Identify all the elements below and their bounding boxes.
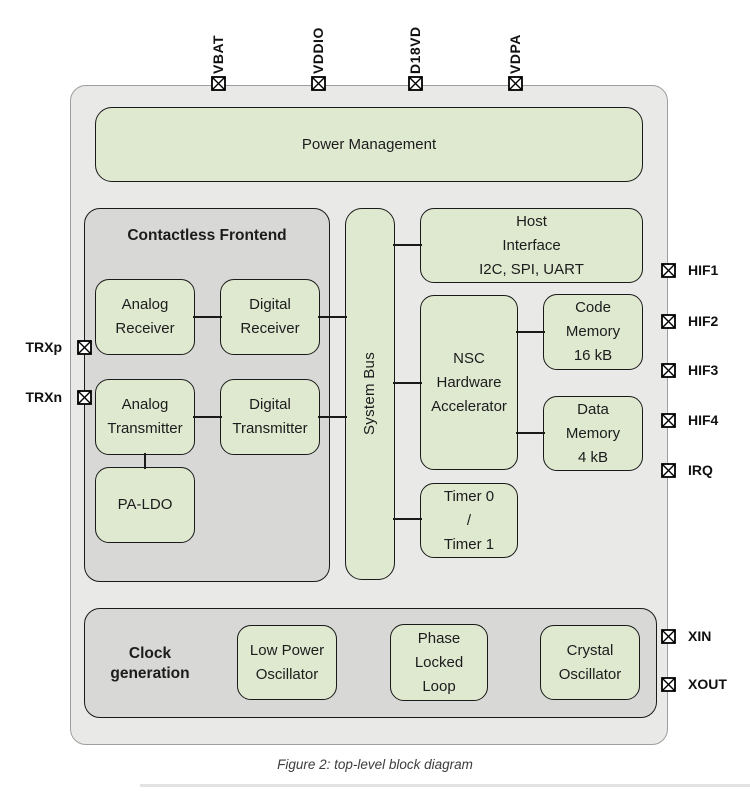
block-label: Analog bbox=[121, 396, 169, 413]
pin-label-trxp: TRXp bbox=[25, 339, 62, 355]
block-nsc-hardware-accelerator: NSC Hardware Accelerator bbox=[420, 295, 518, 470]
block-label: Phase bbox=[417, 629, 461, 647]
pin-label-vddio: VDDIO bbox=[310, 27, 326, 74]
block-pa-ldo: PA-LDO bbox=[95, 467, 195, 543]
pin-pad-icon bbox=[661, 413, 676, 428]
block-system-bus: System Bus bbox=[345, 208, 395, 580]
block-label: / bbox=[466, 511, 472, 529]
block-label: 16 kB bbox=[573, 347, 613, 364]
pin-pad-icon bbox=[661, 463, 676, 478]
block-low-power-oscillator: Low Power Oscillator bbox=[237, 625, 337, 700]
connector-analog-to-digital-transmitter bbox=[193, 416, 222, 418]
page-artifact-line bbox=[140, 784, 750, 787]
block-label: I2C, SPI, UART bbox=[479, 260, 584, 278]
group-title-clock-generation: Clock generation bbox=[95, 644, 205, 684]
block-label: Low Power bbox=[249, 641, 325, 659]
block-label: Receiver bbox=[240, 320, 300, 337]
pin-pad-icon bbox=[661, 263, 676, 278]
pin-label-vdpa: VDPA bbox=[507, 34, 523, 74]
block-label: Analog bbox=[121, 296, 169, 313]
block-label: Code bbox=[575, 299, 611, 316]
pin-label-hif4: HIF4 bbox=[688, 412, 719, 428]
connector-analog-to-digital-receiver bbox=[193, 316, 222, 318]
pin-pad-icon bbox=[408, 76, 423, 91]
connector-transmitter-to-paldo bbox=[144, 453, 146, 469]
block-label: Interface bbox=[502, 236, 561, 254]
block-label: System Bus bbox=[361, 352, 378, 436]
connector-bus-to-nsc bbox=[393, 382, 422, 384]
block-label: NSC bbox=[453, 349, 485, 367]
block-label: Power Management bbox=[301, 135, 437, 153]
block-analog-transmitter: Analog Transmitter bbox=[95, 379, 195, 455]
block-label: PA-LDO bbox=[117, 496, 173, 513]
block-label: Data bbox=[577, 400, 609, 418]
block-label: Transmitter bbox=[232, 420, 308, 437]
connector-nsc-to-code-memory bbox=[516, 331, 545, 333]
block-label: Accelerator bbox=[431, 397, 507, 415]
block-label: Loop bbox=[422, 677, 456, 695]
block-label: Digital bbox=[249, 396, 291, 413]
block-label: Oscillator bbox=[255, 665, 319, 683]
pin-label-xout: XOUT bbox=[688, 676, 727, 692]
block-data-memory: Data Memory 4 kB bbox=[543, 396, 643, 471]
pin-label-d18vd: D18VD bbox=[407, 26, 423, 74]
block-crystal-oscillator: Crystal Oscillator bbox=[540, 625, 640, 700]
pin-pad-icon bbox=[661, 677, 676, 692]
block-analog-receiver: Analog Receiver bbox=[95, 279, 195, 355]
connector-bus-to-timer bbox=[393, 518, 422, 520]
pin-pad-icon bbox=[211, 76, 226, 91]
block-label: 4 kB bbox=[577, 448, 608, 466]
block-label: Transmitter bbox=[107, 420, 183, 437]
group-title-line: generation bbox=[110, 665, 190, 682]
block-label: Timer 0 bbox=[443, 487, 495, 505]
connector-digital-transmitter-to-bus bbox=[318, 416, 347, 418]
pin-pad-icon bbox=[661, 629, 676, 644]
block-label: Receiver bbox=[115, 320, 175, 337]
pin-pad-icon bbox=[661, 363, 676, 378]
connector-digital-receiver-to-bus bbox=[318, 316, 347, 318]
block-label: Timer 1 bbox=[443, 535, 495, 553]
pin-pad-icon bbox=[77, 390, 92, 405]
connector-nsc-to-data-memory bbox=[516, 432, 545, 434]
block-label: Locked bbox=[414, 653, 464, 671]
block-timer: Timer 0 / Timer 1 bbox=[420, 483, 518, 558]
block-digital-transmitter: Digital Transmitter bbox=[220, 379, 320, 455]
block-label: Memory bbox=[565, 323, 621, 340]
pin-pad-icon bbox=[311, 76, 326, 91]
block-phase-locked-loop: Phase Locked Loop bbox=[390, 624, 488, 701]
block-code-memory: Code Memory 16 kB bbox=[543, 294, 643, 370]
pin-pad-icon bbox=[508, 76, 523, 91]
block-digital-receiver: Digital Receiver bbox=[220, 279, 320, 355]
pin-label-hif3: HIF3 bbox=[688, 362, 719, 378]
pin-label-xin: XIN bbox=[688, 628, 712, 644]
block-host-interface: Host Interface I2C, SPI, UART bbox=[420, 208, 643, 283]
block-label: Crystal bbox=[566, 641, 614, 659]
pin-label-trxn: TRXn bbox=[25, 389, 62, 405]
figure-caption: Figure 2: top-level block diagram bbox=[277, 757, 473, 772]
pin-label-hif1: HIF1 bbox=[688, 262, 719, 278]
block-label: Host bbox=[516, 212, 547, 230]
block-label: Oscillator bbox=[558, 665, 622, 683]
pin-label-hif2: HIF2 bbox=[688, 313, 719, 329]
group-title-line: Clock bbox=[128, 645, 172, 662]
connector-bus-to-host-interface bbox=[393, 244, 422, 246]
block-power-management: Power Management bbox=[95, 107, 643, 182]
pin-label-irq: IRQ bbox=[688, 462, 713, 478]
pin-label-vbat: VBAT bbox=[210, 34, 226, 74]
block-label: Hardware bbox=[436, 373, 502, 391]
pin-pad-icon bbox=[77, 340, 92, 355]
block-label: Memory bbox=[565, 424, 621, 442]
block-label: Digital bbox=[249, 296, 291, 313]
group-title-contactless-frontend: Contactless Frontend bbox=[127, 227, 287, 244]
pin-pad-icon bbox=[661, 314, 676, 329]
